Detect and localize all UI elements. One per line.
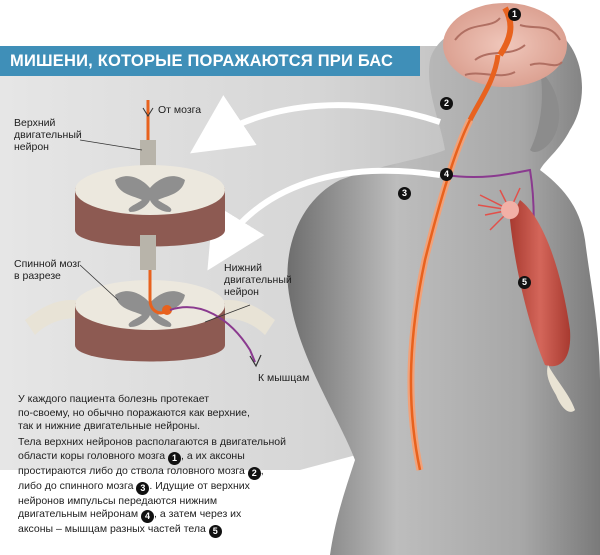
spinal-cord-axon	[409, 119, 472, 471]
marker-circle-icon: 1	[508, 8, 521, 21]
face-shade	[530, 70, 560, 152]
shoulder-joint	[501, 201, 519, 219]
description-line: области коры головного мозга 1, а их акс…	[18, 449, 245, 465]
arrow-icon	[207, 167, 441, 271]
upper-cord-segment	[75, 140, 225, 270]
lower-cord-segment	[25, 270, 275, 368]
description-paragraph-1: У каждого пациента болезнь протекает по-…	[18, 393, 250, 433]
motor-cortex-highlight	[497, 6, 514, 57]
title-bar	[0, 46, 420, 76]
description-line: двигательным нейронам 4, а затем через и…	[18, 508, 242, 524]
marker-circle-icon: 2	[440, 97, 453, 110]
pointer-line	[204, 304, 251, 323]
spinal-cord-label: Спинной мозг в разрезе	[14, 258, 81, 282]
arrow-icon	[190, 95, 441, 154]
brainstem-axon	[467, 54, 501, 122]
marker-circle-icon: 3	[398, 187, 411, 200]
marker-circle-icon: 4	[141, 510, 155, 524]
description-line: Тела верхних нейронов располагаются в дв…	[18, 436, 286, 448]
marker-circle-icon: 4	[440, 168, 453, 181]
marker-circle-icon: 2	[247, 466, 261, 480]
arrow-icon	[142, 107, 154, 117]
arm-tendon	[547, 365, 575, 412]
description-line: либо до спинного мозга 3. Идущие от верх…	[18, 479, 250, 495]
diagram-title: МИШЕНИ, КОТОРЫЕ ПОРАЖАЮТСЯ ПРИ БАС	[10, 52, 394, 70]
description-line: простираются либо до ствола головного мо…	[18, 464, 264, 480]
marker-circle-icon: 1	[168, 451, 182, 465]
arm-muscle	[510, 200, 571, 367]
description-line: аксоны – мышцам разных частей тела 5	[18, 523, 348, 539]
upper-neuron-label: Верхний двигательный нейрон	[14, 117, 82, 153]
pointer-line	[79, 139, 143, 151]
marker-circle-icon: 5	[208, 525, 222, 539]
description-line: нейронов импульсы передаются нижним	[18, 494, 218, 507]
marker-circle-icon: 3	[136, 481, 150, 495]
lower-neuron-label: Нижний двигательный нейрон	[224, 262, 292, 298]
body-silhouette	[287, 17, 600, 555]
from-brain-label: От мозга	[158, 104, 202, 116]
pointer-line	[79, 264, 119, 301]
to-muscles-label: К мышцам	[258, 372, 310, 384]
marker-circle-icon: 5	[518, 276, 531, 289]
description-paragraph-2: Тела верхних нейронов располагаются в дв…	[18, 436, 348, 539]
